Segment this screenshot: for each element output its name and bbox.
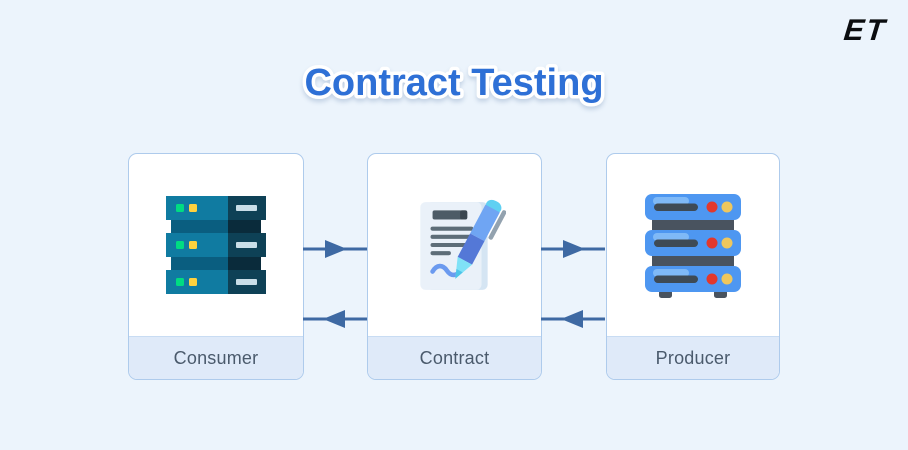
document-and-pen-svg (419, 199, 506, 290)
teal-server-rack-icon (129, 154, 303, 336)
teal-server-rack-svg (166, 196, 266, 294)
arrow-contract-to-consumer-icon (303, 310, 367, 328)
arrow-contract-to-producer-icon (541, 240, 605, 258)
producer-label: Producer (607, 336, 779, 379)
blue-server-rack-icon (607, 154, 779, 336)
arrow-producer-to-contract-icon (541, 310, 605, 328)
document-and-pen-icon (368, 154, 541, 336)
contract-card: Contract (367, 153, 542, 380)
consumer-label: Consumer (129, 336, 303, 379)
arrow-consumer-to-contract-icon (303, 240, 367, 258)
contract-label: Contract (368, 336, 541, 379)
producer-card: Producer (606, 153, 780, 380)
blue-server-rack-svg (645, 194, 741, 298)
page-title-text: Contract Testing (304, 62, 603, 104)
et-logo: ET (841, 14, 888, 47)
consumer-card: Consumer (128, 153, 304, 380)
page-title: Contract Testing (301, 59, 607, 108)
